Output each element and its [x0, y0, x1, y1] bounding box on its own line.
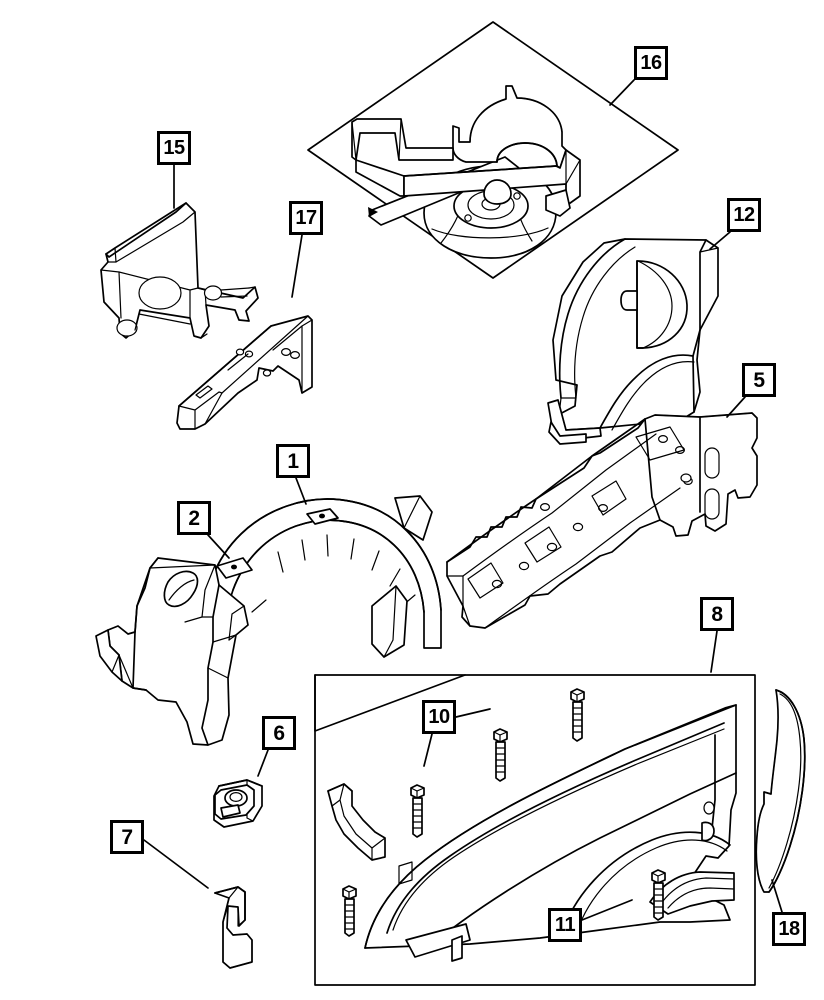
bolt: [410, 784, 425, 838]
bolt: [651, 869, 666, 921]
callout-7[interactable]: 7: [110, 820, 144, 854]
diamond-frame-16: [307, 21, 679, 279]
part-18-fender-molding-strip: [755, 689, 806, 893]
callout-11[interactable]: 11: [548, 908, 582, 942]
callout-17[interactable]: 17: [289, 201, 323, 235]
part-6-u-nut-clip: [213, 779, 263, 828]
callout-5[interactable]: 5: [742, 363, 776, 397]
callout-16[interactable]: 16: [634, 46, 668, 80]
callout-6[interactable]: 6: [262, 716, 296, 750]
callout-10[interactable]: 10: [422, 700, 456, 734]
callout-15[interactable]: 15: [157, 131, 191, 165]
fender-group-frame-8: [314, 674, 756, 986]
part-16-strut-tower-assembly: [351, 85, 581, 259]
callout-2[interactable]: 2: [177, 501, 211, 535]
bolt: [570, 688, 585, 742]
callout-1[interactable]: 1: [276, 444, 310, 478]
part-12-wheelhouse-outer-panel: [547, 238, 719, 445]
callout-18[interactable]: 18: [772, 912, 806, 946]
part-10-mounting-bolts: [342, 688, 666, 937]
callout-8[interactable]: 8: [700, 597, 734, 631]
part-15-inner-wheelhouse-panel: [100, 202, 259, 339]
part-17-reinforcement-bracket: [176, 315, 313, 430]
callout-12[interactable]: 12: [727, 198, 761, 232]
part-7-u-spring-clip: [214, 886, 253, 969]
part-11-front-fender-panel: [327, 704, 737, 962]
part-2-wheelhouse-liner-extension: [95, 557, 249, 746]
bolt: [493, 728, 508, 782]
leader-lines: [143, 79, 783, 921]
bolt: [342, 885, 357, 937]
part-1-wheelhouse-splash-shield: [204, 495, 442, 658]
part-5-front-frame-rail: [446, 412, 758, 629]
